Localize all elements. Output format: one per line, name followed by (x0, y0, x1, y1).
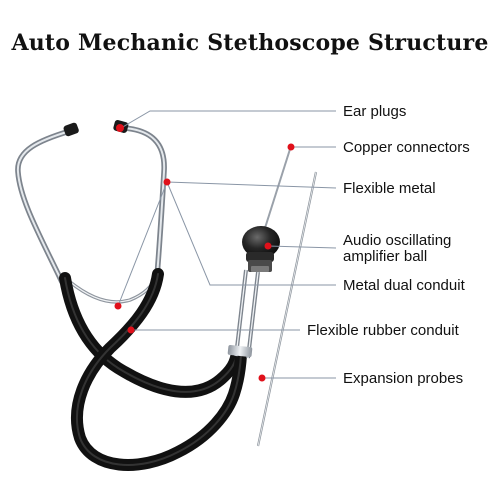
label-amplifier-ball-line1: Audio oscillating (343, 232, 451, 249)
metal-headset (15, 125, 167, 304)
rubber-tube-right (71, 268, 247, 471)
marker-expansion-probes (258, 374, 266, 382)
label-metal-dual-conduit: Metal dual conduit (343, 277, 466, 294)
label-ear-plugs: Ear plugs (343, 103, 406, 120)
amplifier-ball (242, 226, 280, 258)
leader-amplifier-ball (267, 245, 337, 249)
callout-labels: Ear plugs Copper connectors Flexible met… (307, 103, 470, 387)
label-amplifier-ball-line2: amplifier ball (343, 248, 427, 265)
callout-markers (114, 124, 295, 382)
label-flexible-rubber-conduit: Flexible rubber conduit (307, 322, 460, 339)
marker-ear-plugs (116, 124, 124, 132)
probe-rod (264, 145, 292, 229)
left-ear-tube (15, 128, 73, 285)
marker-flexible-metal (163, 178, 171, 186)
label-expansion-probes: Expansion probes (343, 370, 463, 387)
page-title: Auto Mechanic Stethoscope Structure (11, 30, 489, 56)
marker-rubber-conduit (127, 326, 135, 334)
marker-copper-connectors (287, 143, 295, 151)
marker-spring (114, 302, 122, 310)
label-copper-connectors: Copper connectors (343, 139, 470, 156)
probe-assembly (227, 145, 292, 359)
leader-flexible-metal-a (117, 181, 168, 307)
marker-amplifier-ball (264, 242, 272, 250)
leader-metal-dual-conduit (166, 181, 336, 286)
rubber-tubing (59, 268, 247, 471)
leader-ear-plugs (120, 110, 336, 129)
leader-lines (117, 110, 337, 379)
label-flexible-metal: Flexible metal (343, 180, 436, 197)
left-ear-plug (63, 122, 79, 137)
leader-flexible-metal-b (166, 181, 337, 189)
